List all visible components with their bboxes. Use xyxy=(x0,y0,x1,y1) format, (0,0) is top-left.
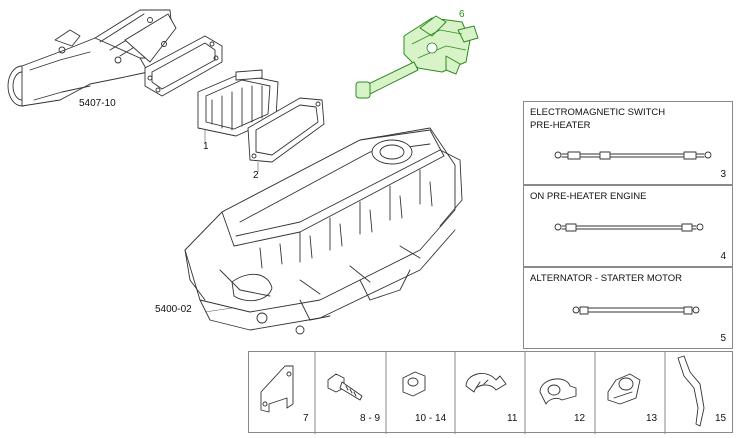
pre-heater-highlighted[interactable] xyxy=(355,15,479,99)
part-number: 10 - 14 xyxy=(415,413,447,424)
cable-panel-alternator-starter[interactable]: ALTERNATOR - STARTER MOTOR 5 xyxy=(523,267,733,349)
bolt-part-drawing[interactable] xyxy=(316,352,386,434)
part-number: 13 xyxy=(646,413,658,424)
cable-drawing xyxy=(572,306,700,315)
part-number: 11 xyxy=(507,413,518,424)
panel-title-line1: ON PRE-HEATER ENGINE xyxy=(530,191,647,202)
panel-number: 3 xyxy=(720,169,726,180)
clamp-part-drawing[interactable] xyxy=(456,352,526,434)
cable-drawing xyxy=(554,151,712,160)
panel-title-line1: ALTERNATOR - STARTER MOTOR xyxy=(530,273,683,284)
panel-number: 5 xyxy=(720,333,726,344)
panel-number: 4 xyxy=(720,251,726,262)
intake-manifold-drawing xyxy=(7,9,177,107)
heater-gasket-drawing xyxy=(247,97,325,172)
hardware-dividers xyxy=(314,352,666,434)
exploded-view-drawing xyxy=(7,9,479,335)
engine-label: 5400-02 xyxy=(155,304,192,315)
gasket-1-label: 1 xyxy=(203,141,209,152)
intake-manifold-label: 5407-10 xyxy=(79,98,116,109)
pre-heater-label: 6 xyxy=(459,9,465,20)
part-number: 8 - 9 xyxy=(360,413,381,424)
bracket-part-drawing[interactable] xyxy=(249,352,315,434)
cable-drawing xyxy=(554,223,704,232)
cable-panel-preheater-engine[interactable]: ON PRE-HEATER ENGINE 4 xyxy=(523,185,733,267)
clip-part-drawing[interactable] xyxy=(596,352,666,434)
nut-part-drawing[interactable] xyxy=(387,352,456,434)
panel-title-line1: ELECTROMAGNETIC SWITCH xyxy=(530,107,666,118)
manifold-gasket-drawing xyxy=(144,35,223,97)
engine-drawing xyxy=(184,127,463,335)
part-number: 12 xyxy=(574,413,586,424)
part-number: 7 xyxy=(303,413,309,424)
part-number: 15 xyxy=(715,413,727,424)
hardware-parts-row: 7 8 - 9 10 - 14 11 12 xyxy=(248,351,735,434)
panel-title-line2: PRE-HEATER xyxy=(530,120,591,131)
cable-panel-preheater-switch[interactable]: ELECTROMAGNETIC SWITCH PRE-HEATER 3 xyxy=(523,101,733,185)
strap-part-drawing[interactable] xyxy=(666,352,735,434)
p-clamp-part-drawing[interactable] xyxy=(526,352,596,434)
gasket-2-label: 2 xyxy=(253,170,259,181)
